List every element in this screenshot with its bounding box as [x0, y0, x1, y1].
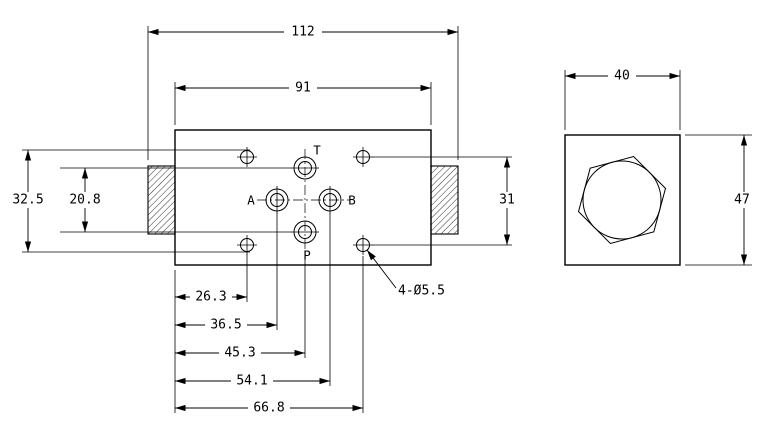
dim-bottom-5-label: 66.8: [253, 401, 284, 416]
dim-left-height-label: 32.5: [12, 193, 43, 208]
hole-note-label: 4-Ø5.5: [398, 284, 445, 299]
port-label-P: P: [303, 248, 311, 263]
dim-port-height-label: 20.8: [69, 193, 100, 208]
port-label-T: T: [313, 143, 321, 158]
port-hole-B: [318, 186, 342, 214]
dim-body-width-label: 91: [295, 81, 311, 96]
hex-plug-circle: [582, 160, 662, 240]
hole-note: 4-Ø5.5: [366, 249, 445, 299]
dim-bottom-1-label: 26.3: [195, 290, 226, 305]
port-hole-T: [291, 156, 319, 180]
hex-plug: [577, 155, 667, 245]
dim-side-height-label: 47: [734, 193, 750, 208]
side-view: 40 47: [564, 68, 757, 266]
dim-body-width: 91: [174, 80, 432, 125]
dim-right-height: 31: [372, 156, 522, 246]
dim-bottom-2-label: 36.5: [210, 318, 241, 333]
front-view: 112 91 32.5 20.8: [7, 24, 522, 416]
port-hole-A: [265, 186, 289, 214]
dim-bottom-chain: 26.3 36.5 45.3 54.1 66.8: [174, 213, 364, 416]
dim-side-width-label: 40: [614, 69, 630, 84]
dim-left-height: 32.5: [7, 149, 250, 253]
dim-port-height: 20.8: [60, 167, 292, 233]
port-hole-P: [291, 220, 319, 244]
dim-overall-width: 112: [147, 24, 459, 160]
right-threaded-boss: [430, 165, 459, 235]
dim-right-height-label: 31: [499, 193, 515, 208]
port-label-B: B: [348, 193, 356, 208]
port-label-A: A: [247, 193, 255, 208]
left-threaded-boss: [147, 165, 176, 235]
dim-bottom-3-label: 45.3: [224, 346, 255, 361]
dim-side-width: 40: [564, 68, 681, 130]
dim-bottom-4-label: 54.1: [236, 374, 267, 389]
dim-side-height: 47: [685, 134, 757, 266]
dim-overall-width-label: 112: [291, 25, 314, 40]
